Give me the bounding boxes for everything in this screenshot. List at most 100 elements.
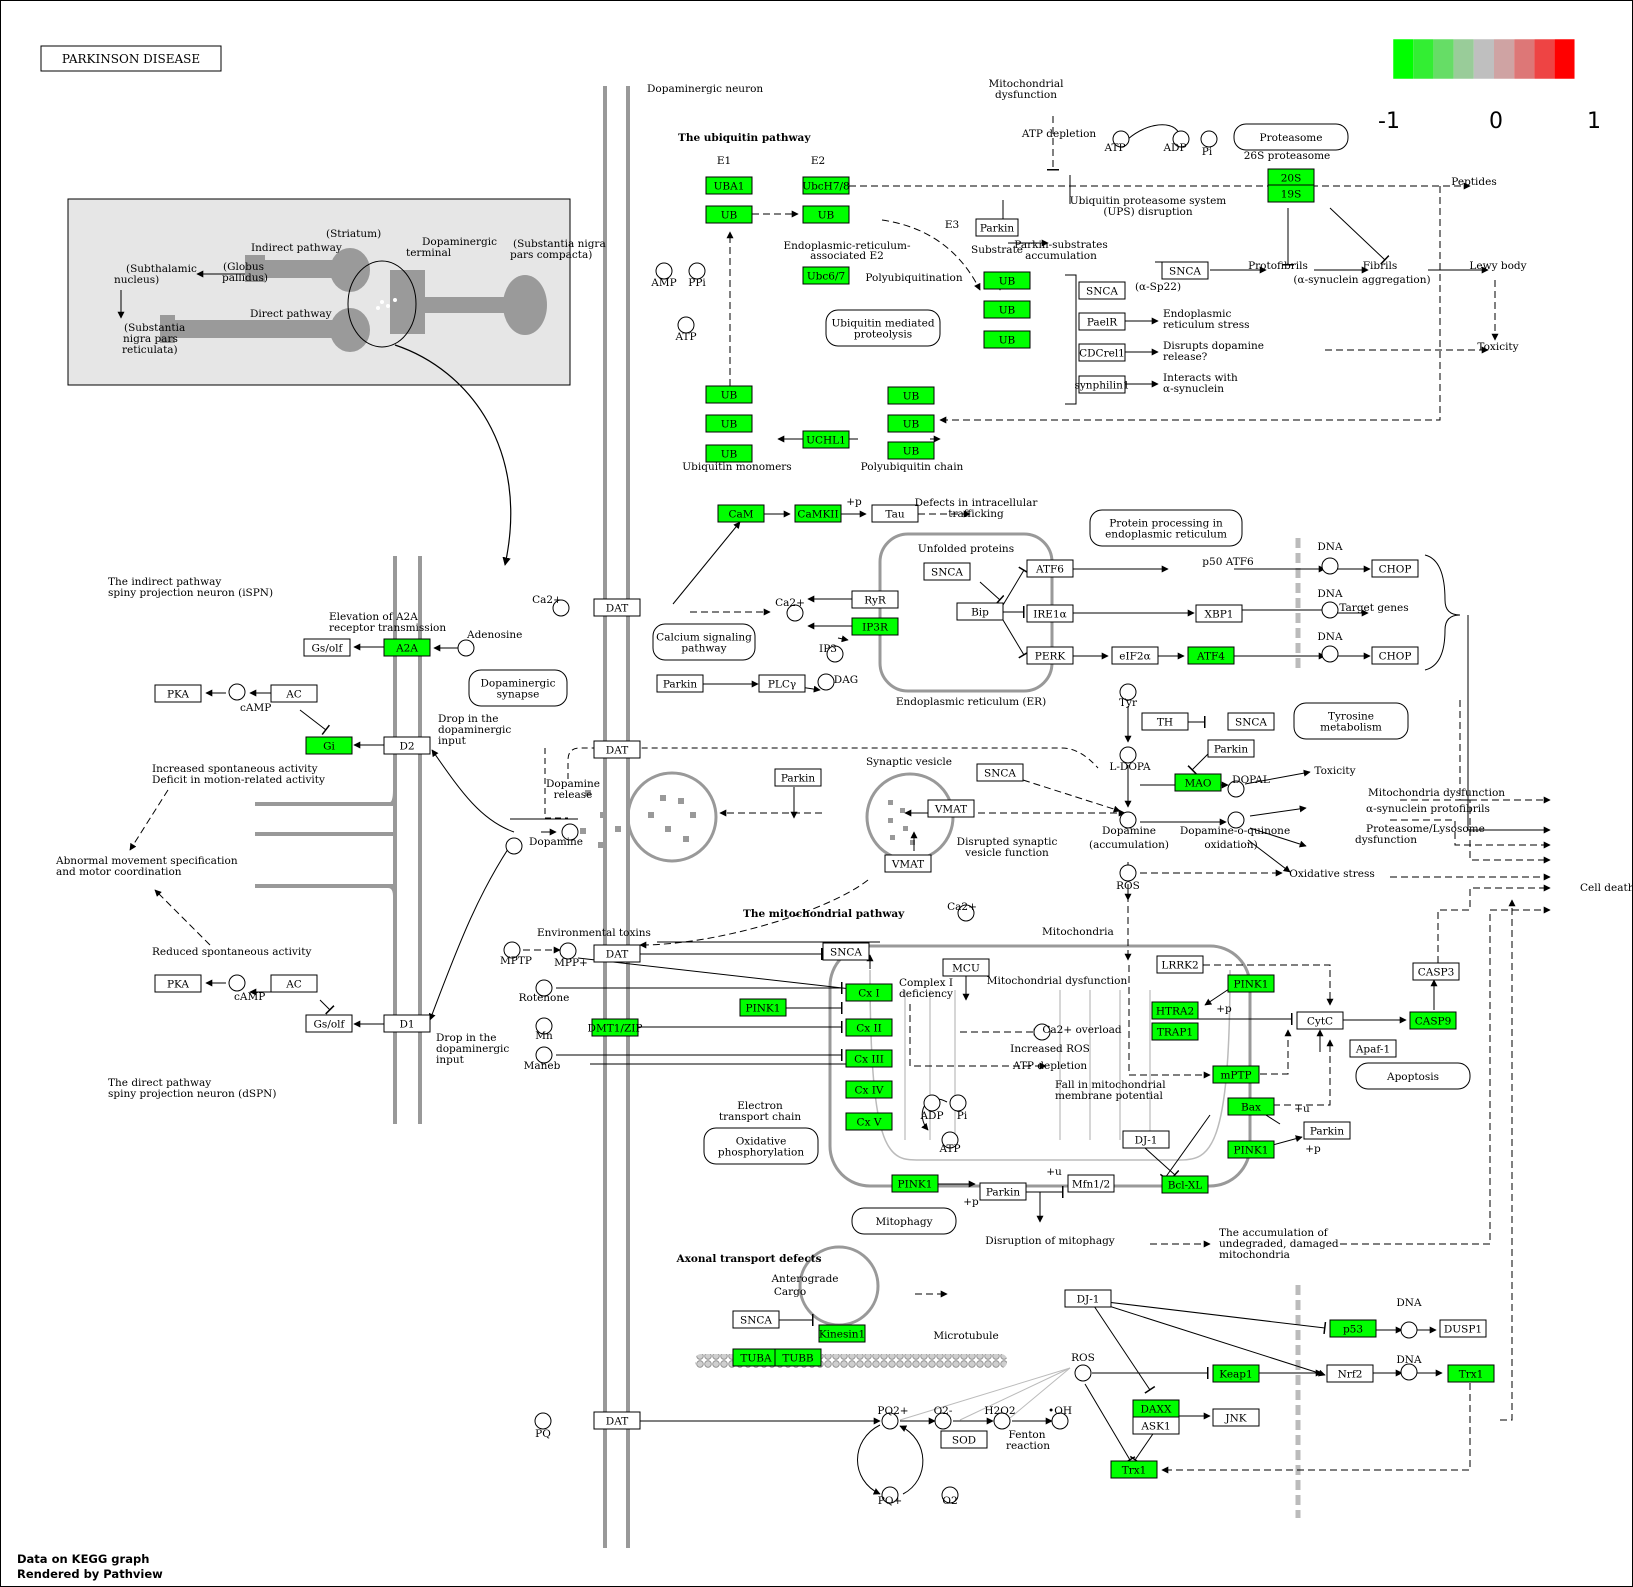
gene-node[interactable]: Trx1 — [1110, 1460, 1158, 1479]
gene-node[interactable]: Gs/olf — [303, 638, 351, 657]
gene-node[interactable]: Ubc6/7 — [802, 266, 850, 285]
gene-node[interactable]: TRAP1 — [1151, 1022, 1199, 1041]
gene-node[interactable]: UB — [887, 414, 935, 433]
gene-node[interactable]: PaelR — [1078, 312, 1126, 331]
gene-node[interactable]: UB — [983, 330, 1031, 349]
gene-node[interactable]: CHOP — [1371, 559, 1419, 578]
gene-node[interactable]: Parkin — [1207, 739, 1255, 758]
pathway-map-link[interactable]: Mitophagy — [851, 1207, 957, 1235]
gene-node[interactable]: SNCA — [1078, 281, 1126, 300]
gene-node[interactable]: A2A — [383, 638, 431, 657]
gene-node[interactable]: SNCA — [822, 942, 870, 961]
gene-node[interactable]: JNK — [1212, 1408, 1260, 1427]
gene-node[interactable]: CASP3 — [1412, 962, 1460, 981]
gene-node[interactable]: p53 — [1329, 1319, 1377, 1338]
gene-node[interactable]: Nrf2 — [1326, 1364, 1374, 1383]
gene-node[interactable]: SOD — [940, 1430, 988, 1449]
gene-node[interactable]: 20S — [1267, 168, 1315, 187]
gene-node[interactable]: DAT — [593, 740, 641, 759]
gene-node[interactable]: Cx V — [845, 1112, 893, 1131]
gene-node[interactable]: VMAT — [884, 854, 932, 873]
gene-node[interactable]: XBP1 — [1195, 604, 1243, 623]
gene-node[interactable]: DUSP1 — [1439, 1319, 1487, 1338]
gene-node[interactable]: PINK1 — [739, 998, 787, 1017]
gene-node[interactable]: Parkin — [979, 1182, 1027, 1201]
gene-node[interactable]: Kinesin1 — [818, 1324, 866, 1343]
gene-node[interactable]: D2 — [383, 736, 431, 755]
gene-node[interactable]: DAT — [593, 944, 641, 963]
gene-node[interactable]: CHOP — [1371, 646, 1419, 665]
gene-node[interactable]: D1 — [383, 1014, 431, 1033]
gene-node[interactable]: Apaf-1 — [1349, 1039, 1397, 1058]
gene-node[interactable]: MCU — [942, 958, 990, 977]
gene-node[interactable]: Parkin — [656, 674, 704, 693]
gene-node[interactable]: Cx I — [845, 983, 893, 1002]
gene-node[interactable]: Keap1 — [1212, 1364, 1260, 1383]
gene-node[interactable]: Bcl-XL — [1161, 1175, 1209, 1194]
gene-node[interactable]: Gs/olf — [305, 1014, 353, 1033]
gene-node[interactable]: PINK1 — [1227, 1140, 1275, 1159]
gene-node[interactable]: Cx IV — [845, 1080, 893, 1099]
gene-node[interactable]: TUBA — [732, 1348, 780, 1367]
gene-node[interactable]: TUBB — [774, 1348, 822, 1367]
gene-node[interactable]: ASK1 — [1132, 1416, 1180, 1435]
gene-node[interactable]: UB — [705, 385, 753, 404]
gene-node[interactable]: UCHL1 — [802, 430, 850, 449]
gene-node[interactable]: UBA1 — [705, 176, 753, 195]
gene-node[interactable]: AC — [270, 684, 318, 703]
gene-node[interactable]: Tau — [871, 504, 919, 523]
gene-node[interactable]: Bip — [956, 602, 1004, 621]
gene-node[interactable]: Parkin — [774, 768, 822, 787]
gene-node[interactable]: Parkin — [1303, 1121, 1351, 1140]
pathway-map-link[interactable]: Apoptosis — [1355, 1062, 1471, 1090]
gene-node[interactable]: CaMKII — [794, 504, 842, 523]
gene-node[interactable]: Parkin — [975, 218, 1019, 237]
gene-node[interactable]: UB — [983, 271, 1031, 290]
gene-node[interactable]: Gi — [305, 736, 353, 755]
gene-node[interactable]: DMT1/ZIP — [588, 1018, 643, 1037]
gene-node[interactable]: UB — [705, 414, 753, 433]
gene-node[interactable]: DAXX — [1132, 1399, 1180, 1418]
gene-node[interactable]: DAT — [593, 1411, 641, 1430]
gene-node[interactable]: UbcH7/8 — [802, 176, 850, 195]
gene-node[interactable]: PERK — [1026, 646, 1074, 665]
gene-node[interactable]: Cx II — [845, 1018, 893, 1037]
gene-node[interactable]: UB — [983, 300, 1031, 319]
gene-node[interactable]: Mfn1/2 — [1067, 1174, 1115, 1193]
gene-node[interactable]: SNCA — [1227, 712, 1275, 731]
gene-node[interactable]: CytC — [1296, 1011, 1344, 1030]
gene-node[interactable]: Bax — [1227, 1097, 1275, 1116]
gene-node[interactable]: MAO — [1174, 773, 1222, 792]
gene-node[interactable]: SNCA — [732, 1310, 780, 1329]
gene-node[interactable]: 19S — [1267, 184, 1315, 203]
gene-node[interactable]: RyR — [851, 590, 899, 609]
gene-node[interactable]: CASP9 — [1409, 1011, 1457, 1030]
gene-node[interactable]: Cx III — [845, 1049, 893, 1068]
gene-node[interactable]: PKA — [154, 974, 202, 993]
gene-node[interactable]: IRE1α — [1026, 604, 1074, 623]
gene-node[interactable]: IP3R — [851, 617, 899, 636]
gene-node[interactable]: LRRK2 — [1156, 955, 1204, 974]
gene-node[interactable]: mPTP — [1212, 1065, 1260, 1084]
gene-node[interactable]: UB — [802, 205, 850, 224]
gene-node[interactable]: DJ-1 — [1122, 1130, 1170, 1149]
gene-node[interactable]: TH — [1141, 712, 1189, 731]
pathway-map-link[interactable]: Proteasome — [1233, 123, 1349, 151]
gene-node[interactable]: PLCγ — [758, 674, 806, 693]
gene-node[interactable]: PINK1 — [1227, 974, 1275, 993]
gene-node[interactable]: AC — [270, 974, 318, 993]
gene-node[interactable]: eIF2α — [1111, 646, 1159, 665]
gene-node[interactable]: Trx1 — [1447, 1364, 1495, 1383]
gene-node[interactable]: SNCA — [1161, 261, 1209, 280]
gene-node[interactable]: PINK1 — [891, 1174, 939, 1193]
gene-node[interactable]: CDCrel1 — [1078, 343, 1126, 362]
gene-node[interactable]: UB — [705, 205, 753, 224]
gene-node[interactable]: DAT — [593, 598, 641, 617]
gene-node[interactable]: UB — [887, 386, 935, 405]
